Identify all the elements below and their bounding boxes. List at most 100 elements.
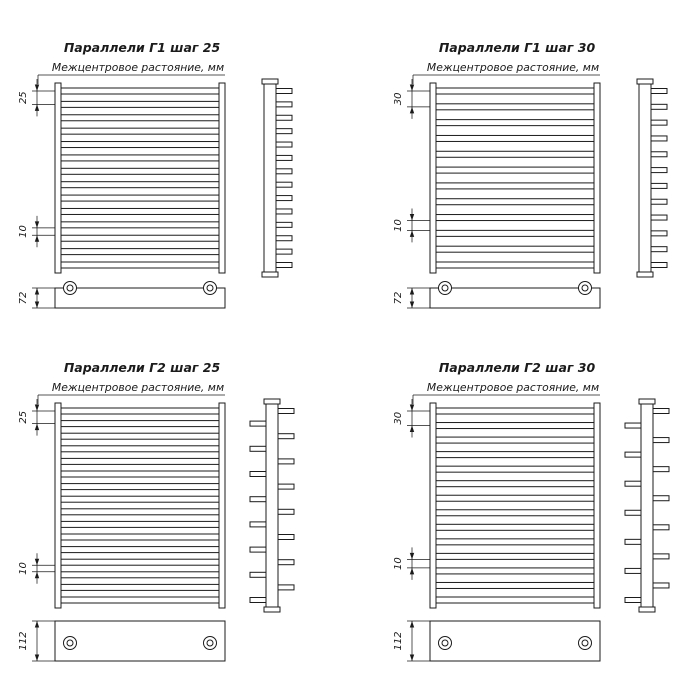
tube-bar [435, 119, 595, 127]
side-rail [640, 403, 654, 608]
union-nut-inner [581, 639, 589, 647]
tube-bar [60, 181, 220, 189]
dimension-arrow [409, 230, 415, 237]
tube-bar [60, 261, 220, 269]
tube-bar [435, 567, 595, 575]
dimension-arrow [409, 567, 415, 575]
union-nut-outer [578, 281, 592, 295]
tube-end [277, 458, 295, 465]
panel-subtitle: Межцентровое растояние, мм [52, 381, 224, 394]
tube-bar [60, 445, 220, 453]
base-height-label: 112 [18, 631, 29, 650]
side-rail-top-cap [261, 78, 279, 85]
panel-title: Параллели Г1 шаг 30 [439, 40, 596, 55]
right-rail [218, 82, 226, 274]
dimension-arrow [34, 84, 40, 91]
tube-bar [435, 245, 595, 253]
tube-bar [435, 523, 595, 531]
tube-end [275, 88, 293, 94]
tube-end [277, 534, 295, 540]
tube-bar [435, 198, 595, 206]
dimension-arrow [409, 214, 415, 221]
tube-bar [60, 596, 220, 604]
tube-end [624, 480, 642, 487]
tube-bar [60, 457, 220, 465]
union-nut-inner [66, 639, 74, 647]
tube-end [277, 508, 295, 515]
dimension-arrow [409, 404, 415, 411]
dimension-arrow [409, 84, 415, 91]
gap-dimension-label: 10 [18, 225, 29, 238]
tube-end [275, 181, 293, 188]
side-rail-bottom-cap [638, 606, 656, 613]
dimension-arrow [34, 571, 40, 579]
tube-end [275, 208, 293, 215]
side-rail-top-cap [638, 398, 656, 405]
union-nut-outer [203, 281, 217, 295]
tube-end [249, 597, 267, 603]
union-nut-inner [206, 284, 214, 292]
right-rail [593, 402, 601, 609]
tube-end [624, 509, 642, 516]
union-nut-inner [581, 284, 589, 292]
tube-end [275, 154, 293, 161]
tube-end [624, 451, 642, 458]
tube-end [275, 262, 293, 268]
tube-end [650, 246, 668, 253]
dimension-arrow [34, 423, 40, 431]
tube-bar [60, 420, 220, 428]
tube-bar [435, 182, 595, 190]
tube-end [277, 559, 295, 566]
tube-bar [60, 248, 220, 256]
dimension-arrow [34, 288, 40, 295]
base-height-label: 72 [393, 292, 404, 305]
tube-bar [60, 571, 220, 579]
tube-end [277, 408, 295, 414]
tube-end [249, 471, 267, 477]
union-nut-inner [206, 639, 214, 647]
tube-end [650, 262, 668, 268]
tube-end [275, 101, 293, 108]
tube-end [650, 88, 668, 94]
tube-end [275, 141, 293, 148]
panel-g1-step25: Параллели Г1 шаг 25 Межцентровое растоян… [10, 38, 310, 328]
dimension-arrow [34, 235, 40, 242]
tube-bar [60, 141, 220, 149]
tube-bar [60, 234, 220, 242]
tube-end [652, 524, 670, 531]
union-nut-outer [63, 281, 77, 295]
panel-g2-step30: Параллели Г2 шаг 30 Межцентровое растоян… [385, 358, 685, 678]
drawing-g1-step30: Параллели Г1 шаг 30 Межцентровое растоян… [393, 40, 668, 309]
tube-end [277, 433, 295, 440]
tube-end [277, 584, 295, 591]
gap-dimension-label: 10 [393, 219, 404, 232]
drawing-g2-step30: Параллели Г2 шаг 30 Межцентровое растоян… [393, 360, 670, 662]
dimension-arrow [409, 425, 415, 433]
base-collector [429, 287, 601, 309]
tube-end [624, 538, 642, 545]
dimension-arrow [34, 621, 40, 628]
tube-bar [435, 407, 595, 415]
panel-title: Параллели Г1 шаг 25 [64, 40, 221, 55]
base-collector [54, 287, 226, 309]
tube-bar [60, 207, 220, 215]
tube-end [650, 103, 668, 110]
drawing-g2-step25: Параллели Г2 шаг 25 Межцентровое растоян… [18, 360, 295, 662]
tube-bar [435, 494, 595, 502]
tube-bar [435, 451, 595, 459]
tube-bar [60, 87, 220, 95]
tube-bar [435, 436, 595, 444]
dimension-arrow [409, 552, 415, 560]
tube-end [650, 230, 668, 237]
tube-bar [60, 432, 220, 440]
union-nut-outer [438, 636, 452, 650]
tube-bar [435, 552, 595, 560]
tube-bar [60, 558, 220, 566]
dimension-arrow [34, 654, 40, 661]
tube-end [249, 496, 267, 503]
tube-end [650, 167, 668, 174]
left-rail [429, 402, 437, 609]
tube-bar [435, 538, 595, 546]
side-rail-bottom-cap [636, 271, 654, 278]
